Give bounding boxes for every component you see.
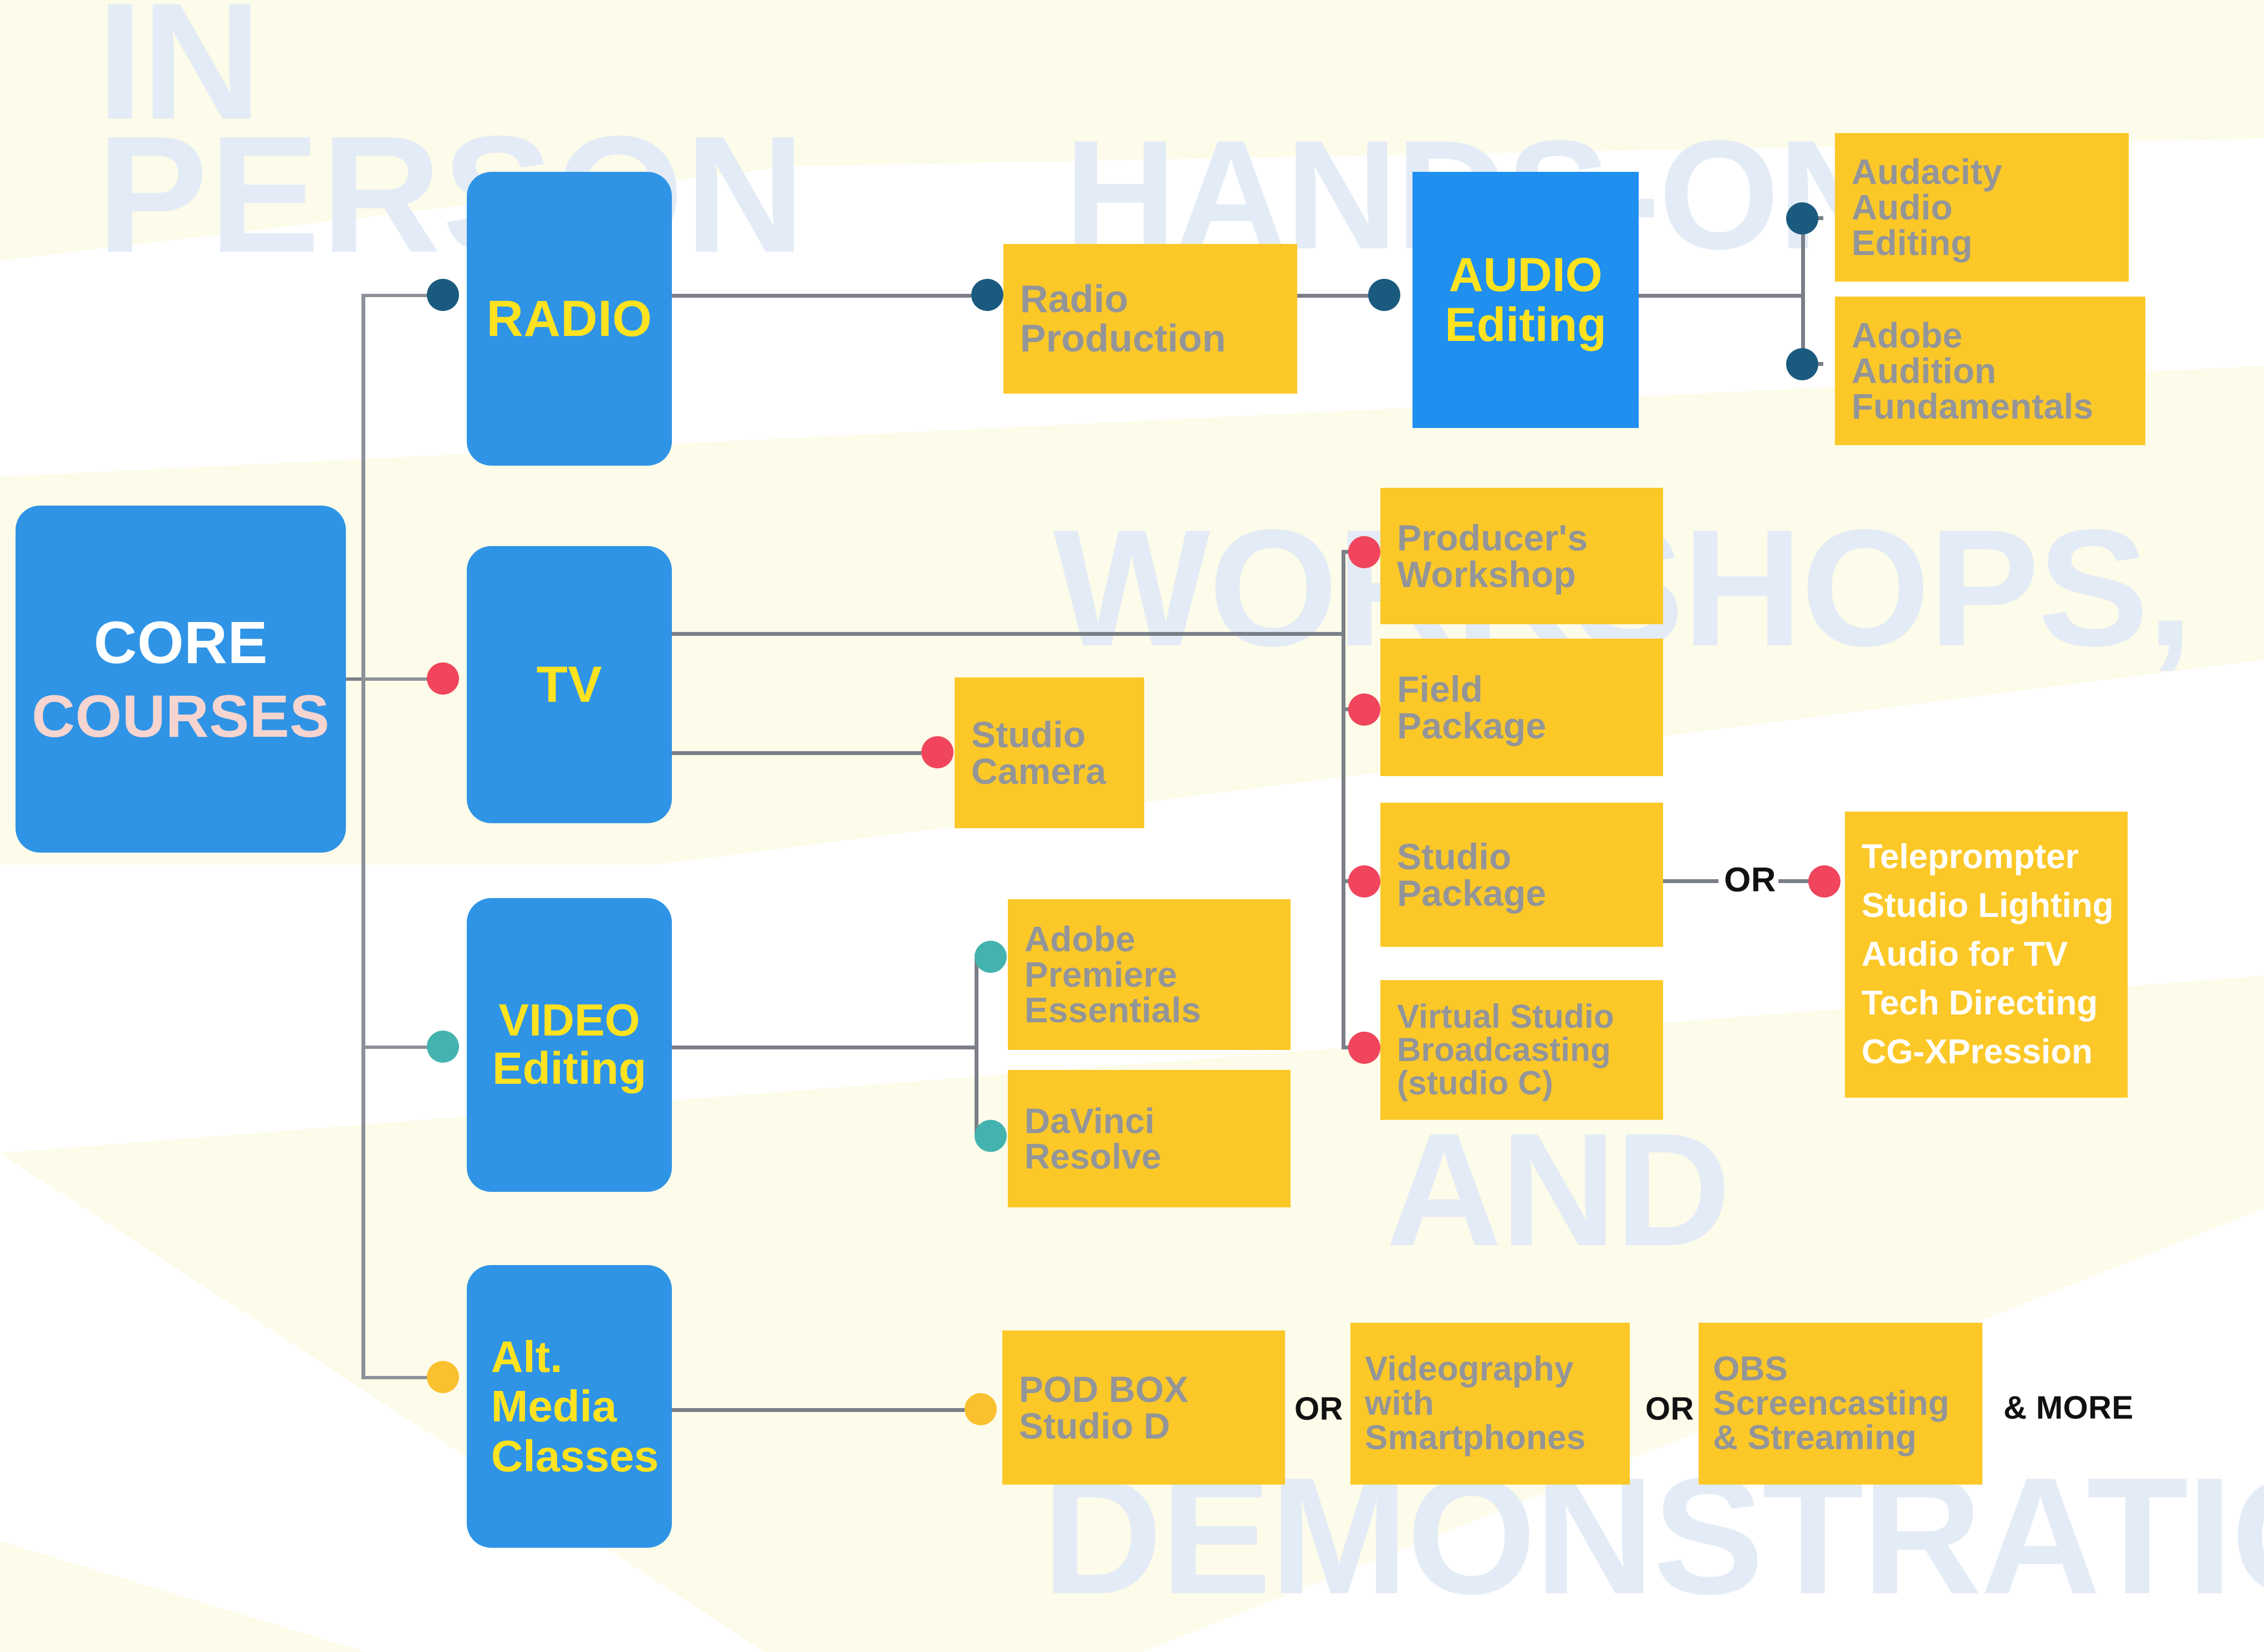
dot-studio-options: [1808, 865, 1840, 898]
or-label-altmedia-1: OR: [1294, 1391, 1343, 1427]
connector-studiopkg-to-or: [1663, 879, 1719, 883]
option-studio-lighting: Studio Lighting: [1862, 886, 2114, 925]
branch-node-tv[interactable]: TV: [467, 546, 672, 823]
dot-producers-workshop: [1348, 536, 1380, 568]
dot-virtual-studio: [1348, 1032, 1380, 1064]
branch-node-alt-media[interactable]: Alt. Media Classes: [467, 1265, 672, 1548]
connector-video-tools-spine: [975, 955, 978, 1138]
connector-trunk-vertical: [361, 294, 365, 1378]
label-audio-editing-line2: Editing: [1445, 298, 1607, 351]
dot-audio-editing: [1368, 279, 1400, 311]
label-audacity-audio-editing: Audacity Audio Editing: [1852, 152, 2002, 263]
label-virtual-studio-broadcasting: Virtual Studio Broadcasting (studio C): [1397, 998, 1614, 1102]
branch-label-video-line2: Editing: [492, 1043, 646, 1094]
option-teleprompter: Teleprompter: [1862, 837, 2079, 876]
or-label-studio-package: OR: [1724, 861, 1776, 899]
dot-audacity: [1786, 202, 1818, 234]
label-studio-package: Studio Package: [1397, 836, 1547, 914]
connector-packages-spine: [1342, 550, 1345, 1049]
connector-altmedia-to-podbox: [672, 1408, 965, 1412]
branch-dot-altmedia: [427, 1361, 459, 1393]
dot-field-package: [1348, 694, 1380, 726]
box-radio-production[interactable]: Radio Production: [1003, 244, 1297, 394]
box-pod-box-studio-d[interactable]: POD BOX Studio D: [1002, 1330, 1285, 1485]
connector-radio-to-radioproduction: [672, 294, 971, 298]
watermark-person: PERSON: [97, 101, 806, 287]
box-studio-package[interactable]: Studio Package: [1380, 803, 1663, 947]
core-courses-node[interactable]: CORE COURSES: [16, 506, 346, 853]
box-studio-package-options[interactable]: Teleprompter Studio Lighting Audio for T…: [1845, 812, 2128, 1098]
box-videography-smartphones[interactable]: Videography with Smartphones: [1350, 1323, 1630, 1485]
box-producers-workshop[interactable]: Producer's Workshop: [1380, 488, 1663, 624]
branch-node-video-editing[interactable]: VIDEO Editing: [467, 898, 672, 1192]
box-adobe-premiere-essentials[interactable]: Adobe Premiere Essentials: [1008, 899, 1291, 1050]
core-courses-line1: CORE: [93, 608, 268, 676]
box-obs-screencasting[interactable]: OBS Screencasting & Streaming: [1699, 1323, 1982, 1485]
dot-studio-camera: [921, 736, 953, 768]
label-obs-screencasting: OBS Screencasting & Streaming: [1713, 1350, 1950, 1457]
option-audio-for-tv: Audio for TV: [1862, 935, 2068, 973]
label-radio-production: Radio Production: [1020, 277, 1226, 360]
watermark-in: IN: [97, 0, 262, 154]
label-adobe-audition-fundamentals: Adobe Audition Fundamentals: [1852, 315, 2094, 426]
branch-label-tv: TV: [536, 656, 603, 713]
label-videography-smartphones: Videography with Smartphones: [1365, 1350, 1586, 1457]
branch-label-altmedia-line2: Media: [491, 1381, 617, 1431]
connector-trunk-to-altmedia: [361, 1376, 445, 1379]
branch-node-radio[interactable]: RADIO: [467, 172, 672, 466]
label-audio-editing-line1: AUDIO: [1449, 248, 1603, 302]
core-courses-line2: COURSES: [32, 682, 330, 749]
label-field-package: Field Package: [1397, 669, 1547, 746]
dot-adobe-audition: [1786, 348, 1818, 380]
box-adobe-audition-fundamentals[interactable]: Adobe Audition Fundamentals: [1835, 297, 2145, 445]
branch-label-video-line1: VIDEO: [498, 995, 640, 1046]
option-tech-directing: Tech Directing: [1862, 984, 2098, 1023]
label-davinci-resolve: DaVinci Resolve: [1024, 1101, 1161, 1176]
box-audacity-audio-editing[interactable]: Audacity Audio Editing: [1835, 133, 2129, 282]
connector-tv-to-studiocamera: [672, 751, 921, 755]
connector-trunk-to-radio: [361, 294, 445, 297]
or-label-altmedia-2: OR: [1645, 1391, 1694, 1427]
label-adobe-premiere-essentials: Adobe Premiere Essentials: [1024, 919, 1201, 1030]
label-producers-workshop: Producer's Workshop: [1397, 517, 1588, 595]
connector-or-to-options: [1778, 879, 1813, 883]
connector-trunk-to-video: [361, 1046, 445, 1049]
branch-label-radio: RADIO: [486, 290, 652, 347]
branch-dot-video: [427, 1031, 459, 1063]
branch-dot-radio: [427, 279, 459, 311]
watermark-demonstrations: DEMONSTRATIONS: [1042, 1442, 2264, 1629]
connector-audio-out-vertical: [1801, 216, 1805, 366]
connector-audio-out: [1639, 294, 1805, 298]
connector-tv-to-packages: [672, 632, 1344, 636]
dot-adobe-premiere: [975, 941, 1007, 973]
box-virtual-studio-broadcasting[interactable]: Virtual Studio Broadcasting (studio C): [1380, 980, 1663, 1120]
branch-label-altmedia-line3: Classes: [491, 1431, 659, 1481]
branch-label-altmedia-line1: Alt.: [491, 1332, 563, 1381]
label-pod-box-studio-d: POD BOX Studio D: [1019, 1369, 1189, 1446]
watermark-and: AND: [1386, 1100, 1731, 1279]
dot-studio-package: [1348, 865, 1380, 898]
dot-radio-production: [971, 279, 1003, 311]
and-more-label: & MORE: [2003, 1390, 2134, 1426]
box-studio-camera[interactable]: Studio Camera: [955, 677, 1144, 828]
box-field-package[interactable]: Field Package: [1380, 639, 1663, 776]
dot-davinci-resolve: [975, 1120, 1007, 1152]
branch-dot-tv: [427, 662, 459, 695]
option-cg-xpression: CG-XPression: [1862, 1033, 2093, 1072]
connector-video-to-tools: [672, 1046, 978, 1049]
box-davinci-resolve[interactable]: DaVinci Resolve: [1008, 1070, 1291, 1207]
label-studio-camera: Studio Camera: [971, 714, 1106, 792]
box-audio-editing[interactable]: AUDIO Editing: [1413, 172, 1639, 428]
connector-trunk-to-tv: [361, 677, 445, 681]
connector-radioproduction-to-audio: [1297, 294, 1397, 298]
dot-pod-box: [965, 1393, 997, 1425]
